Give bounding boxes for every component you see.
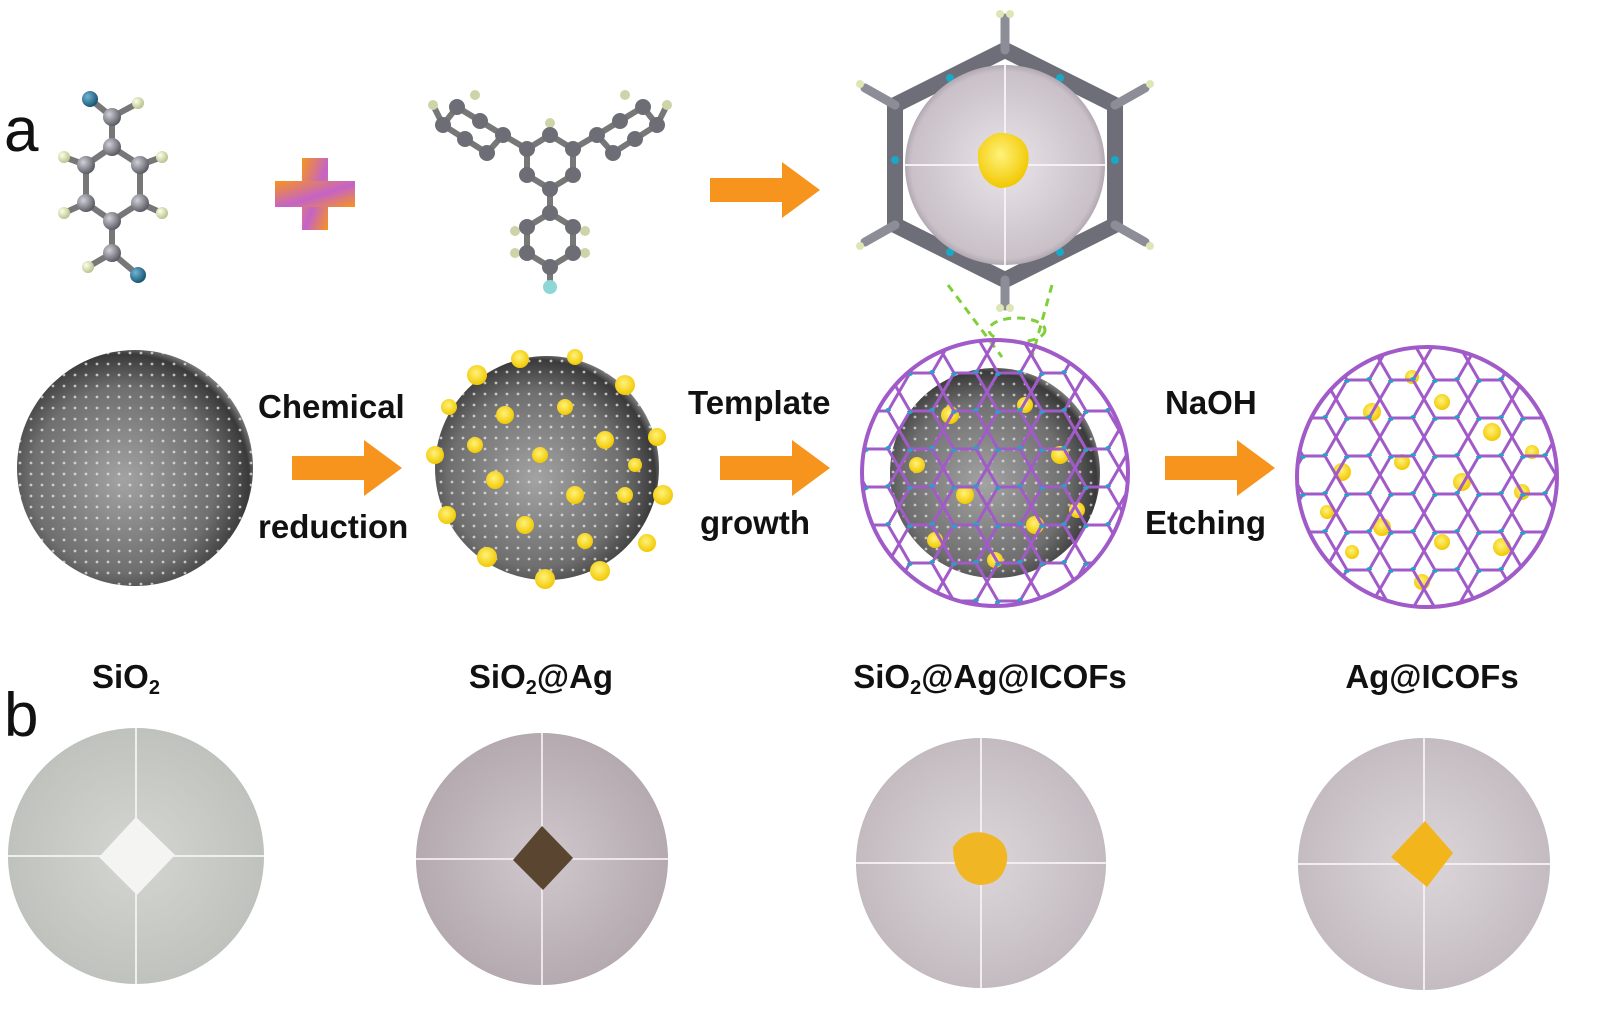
panel-b-letter: b <box>4 681 39 750</box>
sample-label-sio2: SiO2 <box>92 658 160 699</box>
silver-cof-hollow-sphere <box>1295 345 1559 609</box>
powder-ag-icofs <box>1391 821 1453 887</box>
cof-structure-with-dish <box>856 10 1154 312</box>
step-label-reduction: reduction <box>258 508 409 545</box>
arrow-naoh-etching <box>1165 440 1275 496</box>
step-label-etching: Etching <box>1145 504 1266 541</box>
powder-sio2-ag-icofs <box>953 832 1008 885</box>
petri-dish-sio2-ag <box>416 733 668 985</box>
sample-label-sio2-ag: SiO2@Ag <box>468 658 614 699</box>
petri-dish-ag-icofs <box>1298 738 1550 990</box>
petri-dish-sio2-ag-icofs <box>856 738 1106 988</box>
panel-a-letter: a <box>4 96 39 165</box>
arrow-chemical-reduction <box>292 440 402 496</box>
arrow-monomers-to-cof <box>710 162 820 218</box>
sample-label-sio2-ag-icofs: SiO2@Ag@ICOFs <box>853 658 1127 699</box>
terephthalaldehyde-molecule <box>58 91 168 283</box>
step-label-template: Template <box>688 384 831 421</box>
arrow-template-growth <box>720 440 830 496</box>
plus-icon <box>275 158 355 230</box>
powder-sio2 <box>99 817 175 895</box>
step-label-growth: growth <box>700 504 810 541</box>
silica-silver-cof-sphere <box>860 338 1130 608</box>
sample-label-ag-icofs: Ag@ICOFs <box>1345 658 1519 695</box>
silica-silver-sphere <box>426 349 673 589</box>
silica-sphere <box>17 350 253 586</box>
step-label-naoh: NaOH <box>1165 384 1257 421</box>
petri-dish-sio2 <box>8 728 264 984</box>
step-label-chemical: Chemical <box>258 388 405 425</box>
powder-sio2-ag <box>513 826 573 890</box>
triamine-molecule <box>428 90 672 294</box>
